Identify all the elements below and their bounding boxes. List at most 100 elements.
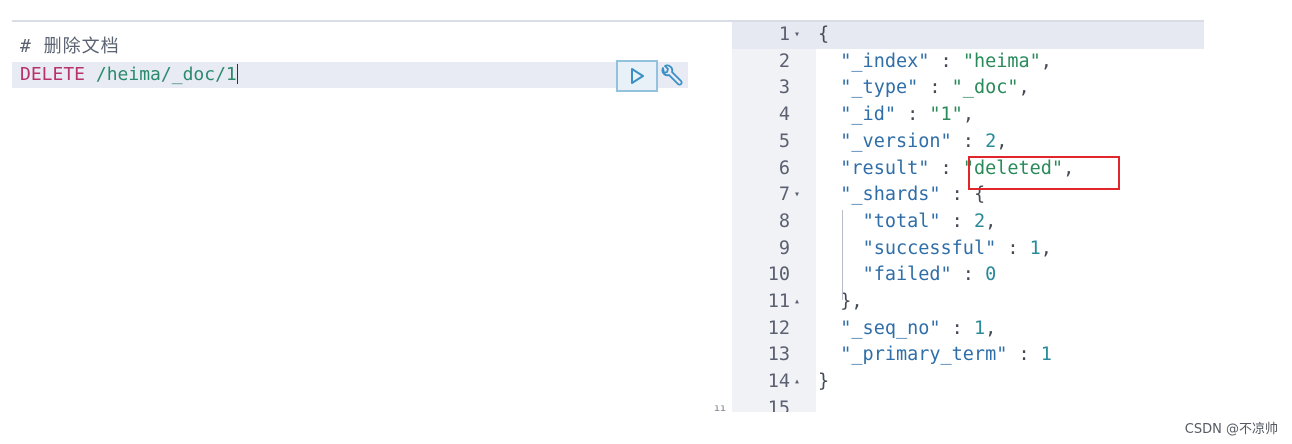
code-token: : [929,50,963,72]
response-line: 5 "_version" : 2, [732,129,1204,156]
line-number: 7 [778,184,790,206]
line-number: 4 [778,104,790,126]
code-token: "1" [929,104,963,126]
code-token: , [962,104,974,126]
code-token: 1 [1029,237,1041,259]
line-number: 2 [778,50,790,72]
code-token: : [918,77,952,99]
response-line: 9 "successful" : 1, [732,236,1204,263]
response-line: 13 "_primary_term" : 1 [732,342,1204,369]
code-token: "_seq_no" [840,317,941,339]
code-token [818,77,840,98]
code-text: "_version" : 2, [818,129,1007,156]
code-token: "total" [862,210,941,232]
play-icon [631,68,644,84]
top-divider [12,20,1204,22]
code-token: 2 [985,130,997,152]
code-token [818,238,863,259]
response-line: 3 "_type" : "_doc", [732,75,1204,102]
code-token: , [996,130,1008,152]
code-token [818,104,840,125]
code-token [818,131,840,152]
fold-expand-icon[interactable]: ▴ [794,296,801,307]
request-comment: # 删除文档 [20,36,120,57]
fold-expand-icon[interactable]: ▴ [794,376,801,388]
code-token [818,318,840,339]
code-text: }, [818,289,863,316]
code-token: "heima" [962,50,1041,72]
code-token: : [951,264,986,286]
code-token [818,184,840,205]
code-token: "_id" [840,104,896,126]
code-token: "_index" [840,50,930,72]
code-token [818,51,840,72]
code-text: "_seq_no" : 1, [818,316,996,343]
code-token: : [940,317,974,339]
code-text: "result" : "deleted", [818,156,1074,183]
fold-collapse-icon[interactable]: ▾ [794,189,801,201]
response-line: 15 [732,396,1204,412]
fold-collapse-icon[interactable]: ▾ [794,29,801,40]
text-cursor [236,64,238,84]
code-token: : [951,130,986,152]
code-token: , [1040,237,1052,259]
code-token: } [818,371,830,393]
code-token: "_shards" [840,184,941,206]
code-token: "failed" [862,264,952,286]
code-token [818,264,863,285]
code-token: }, [818,291,863,312]
line-number: 6 [778,157,790,179]
response-line: 14 ▴} [732,369,1204,396]
code-token: : [895,104,930,126]
code-text: } [818,369,829,396]
code-token [818,211,863,232]
code-text: "successful" : 1, [818,236,1052,263]
code-text: { [818,22,829,49]
watermark: CSDN @不凉帅 [1184,422,1278,437]
code-token: : [996,237,1030,259]
code-token: : [940,210,974,232]
code-token: : [929,157,963,179]
code-text: "failed" : 0 [818,262,997,289]
response-viewer: 1▾{2 "_index" : "heima",3 "_type" : "_do… [732,22,1204,412]
response-line: 4 "_id" : "1", [732,102,1204,129]
code-token: 1 [973,317,986,339]
line-number: 9 [778,237,790,259]
response-line: 8 "total" : 2, [732,209,1204,236]
code-token: "_version" [840,130,952,152]
line-number: 1 [778,24,790,45]
code-token [818,344,840,365]
code-text: "total" : 2, [818,209,997,236]
line-number: 12 [767,317,790,339]
code-token: , [985,317,997,339]
pane-resize-handle[interactable]: ıı [714,403,727,414]
code-token: 2 [973,210,986,232]
wrench-icon [661,64,683,86]
line-number: 13 [767,344,790,366]
request-method: DELETE [20,64,86,85]
response-line: 10 "failed" : 0 [732,262,1204,289]
request-editor[interactable]: # 删除文档 DELETE /heima/_doc/1 ıı [12,22,732,414]
code-token: , [1040,50,1052,72]
code-token: "_primary_term" [840,344,1008,366]
response-line: 7 ▾ "_shards" : { [732,182,1204,209]
code-text: "_shards" : { [818,182,985,209]
run-request-button[interactable] [616,60,658,92]
code-text: "_id" : "1", [818,102,974,129]
line-number: 11 [767,291,790,312]
code-text: "_primary_term" : 1 [818,342,1052,369]
code-text: "_index" : "heima", [818,49,1052,76]
response-line: 12 "_seq_no" : 1, [732,316,1204,343]
code-token [818,158,840,179]
code-token: , [1018,77,1030,99]
line-number: 5 [778,130,790,152]
code-token: : { [940,184,986,206]
response-line: 6 "result" : "deleted", [732,156,1204,183]
request-settings-button[interactable] [656,62,686,92]
line-number: 14 [767,371,790,393]
code-text: "_type" : "_doc", [818,75,1030,102]
code-token: "_type" [840,77,919,99]
code-token: 0 [985,264,997,286]
request-line[interactable]: DELETE /heima/_doc/1 [12,62,688,88]
code-token: "deleted" [962,157,1064,179]
